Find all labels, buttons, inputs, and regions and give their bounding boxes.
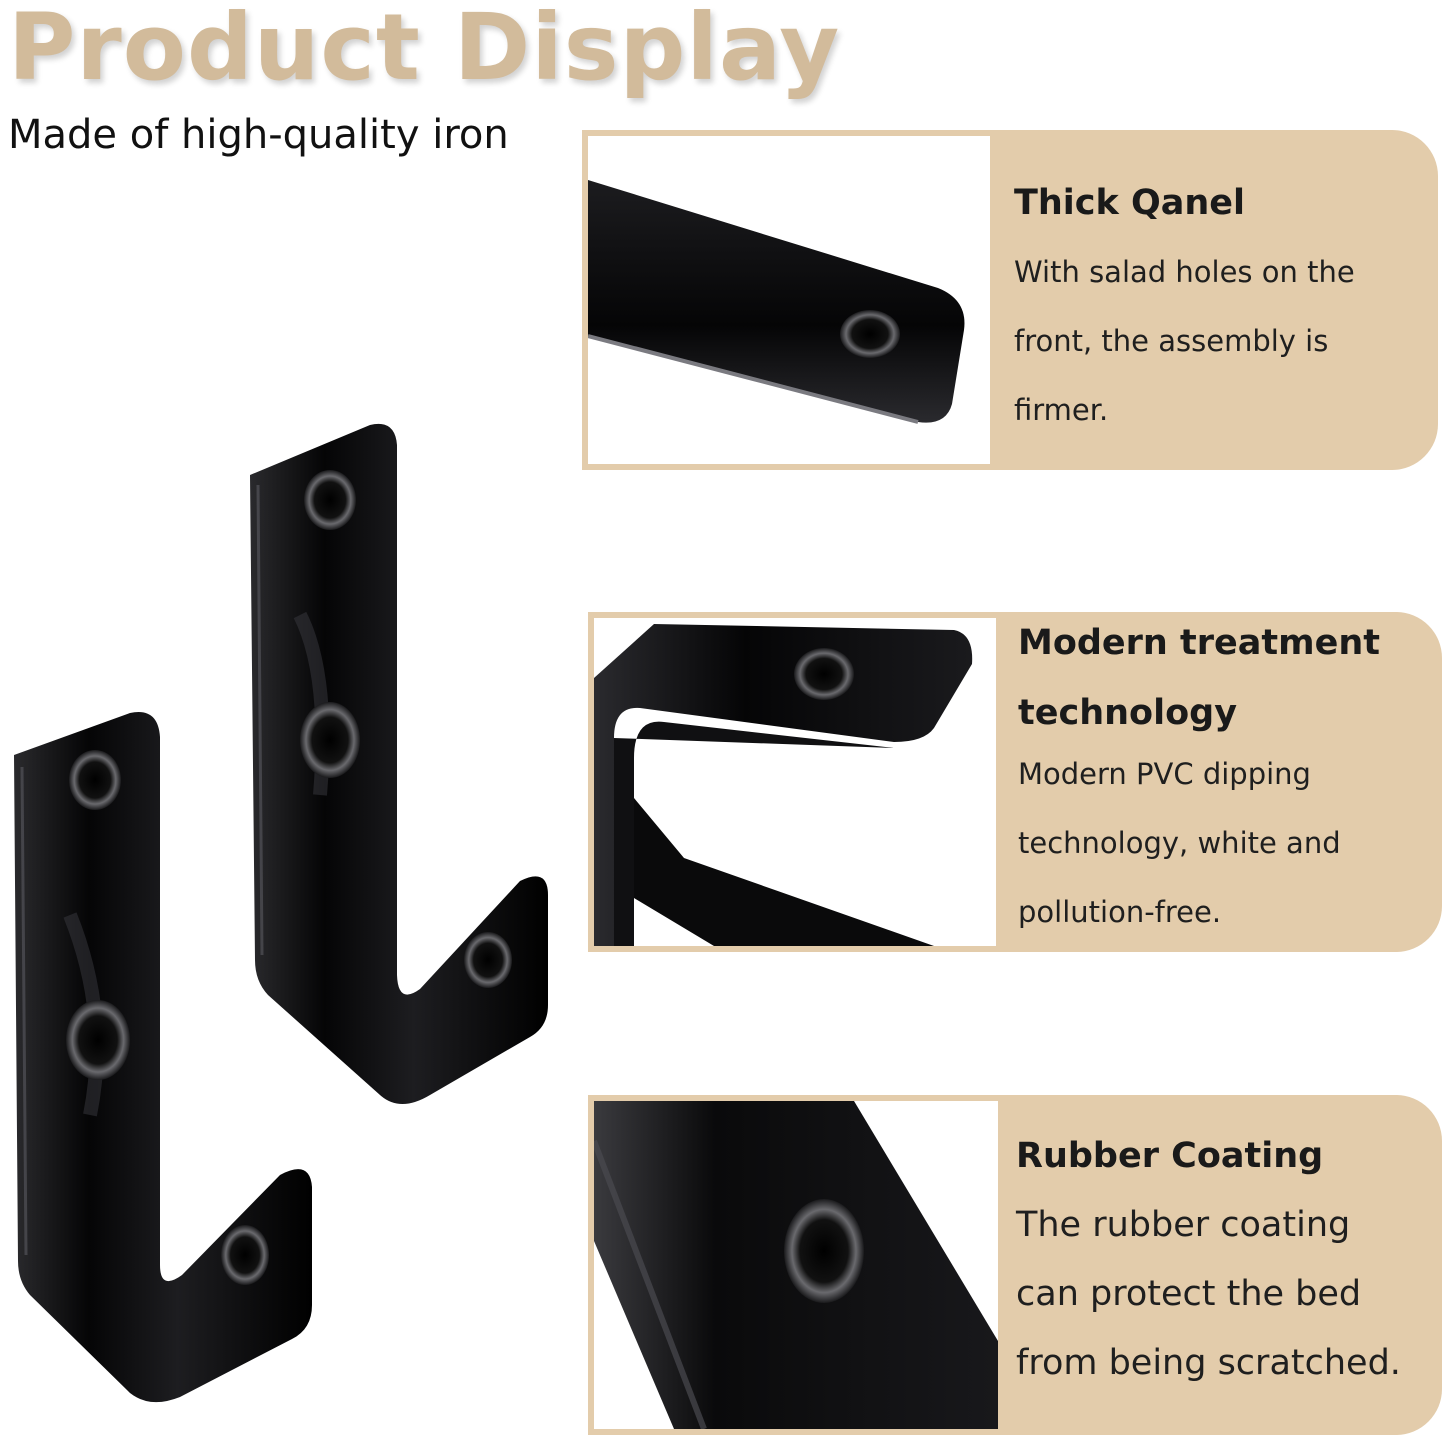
feature-desc-line: front, the assembly is	[1014, 324, 1329, 358]
feature-photo-treatment	[594, 618, 996, 946]
feature-desc-line: can protect the bed	[1016, 1274, 1362, 1314]
page-subtitle: Made of high-quality iron	[8, 112, 509, 158]
panel-closeup-image	[588, 180, 965, 424]
feature-title: Thick Qanel	[1014, 183, 1246, 223]
feature-desc-line: pollution-free.	[1018, 895, 1222, 929]
feature-desc-line: The rubber coating	[1016, 1205, 1351, 1245]
hooks-product-image	[14, 423, 548, 1403]
feature-card-treatment: Modern treatment technology Modern PVC d…	[588, 612, 1442, 952]
feature-title-line: technology	[1018, 693, 1238, 733]
hook-front	[14, 712, 312, 1403]
feature-photo-panel	[588, 136, 990, 464]
coating-closeup-image	[594, 1101, 998, 1429]
feature-card-thick-panel: Thick Qanel With salad holes on the fron…	[582, 130, 1438, 470]
feature-desc-line: technology, white and	[1018, 826, 1341, 860]
feature-desc-line: from being scratched.	[1016, 1343, 1401, 1383]
bend-closeup-image	[594, 624, 973, 946]
feature-card-rubber-coating: Rubber Coating The rubber coating can pr…	[588, 1095, 1442, 1435]
feature-title: Rubber Coating	[1016, 1136, 1324, 1176]
feature-desc-line: With salad holes on the	[1014, 255, 1355, 289]
hook-back	[250, 423, 548, 1104]
page-title: Product Display	[8, 0, 841, 101]
feature-title-line: Modern treatment	[1018, 623, 1380, 663]
feature-photo-coating	[594, 1101, 998, 1429]
feature-desc-line: firmer.	[1014, 393, 1109, 427]
feature-desc-line: Modern PVC dipping	[1018, 757, 1311, 791]
